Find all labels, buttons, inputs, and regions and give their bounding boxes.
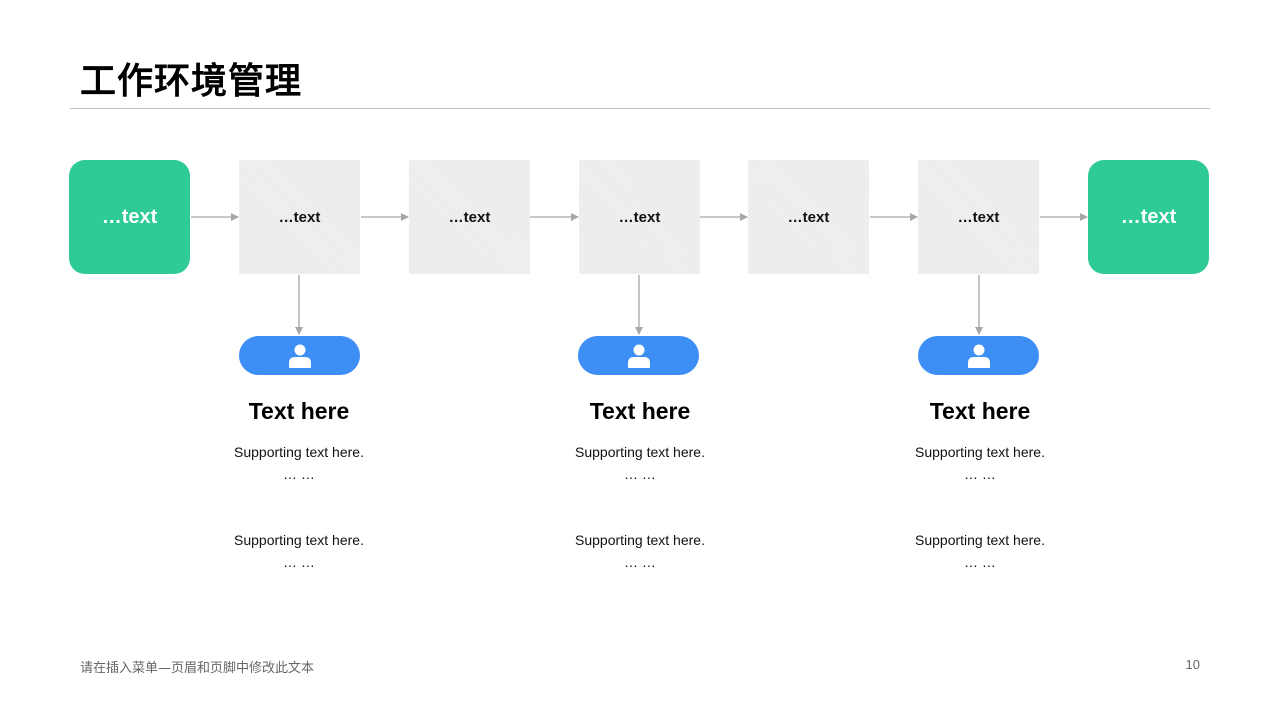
flow-end-box: …text <box>1088 160 1209 274</box>
ellipsis-text: … … <box>624 554 656 570</box>
ellipsis-text: … … <box>964 554 996 570</box>
ellipsis-text: … … <box>964 466 996 482</box>
flow-step-box: …text <box>239 160 360 274</box>
user-badge <box>918 336 1039 375</box>
ellipsis-text: … … <box>283 466 315 482</box>
user-icon <box>627 344 650 368</box>
flow-step-box: …text <box>409 160 530 274</box>
footer-text: 请在插入菜单—页眉和页脚中修改此文本 <box>80 661 315 676</box>
column-heading: Text here <box>929 398 1031 424</box>
column-heading: Text here <box>248 398 350 424</box>
title-divider <box>70 108 1210 109</box>
supporting-text: Supporting text here. <box>234 444 364 460</box>
supporting-text: Supporting text here. <box>915 444 1045 460</box>
ellipsis-text: … … <box>283 554 315 570</box>
supporting-text: Supporting text here. <box>915 532 1045 548</box>
supporting-text: Supporting text here. <box>575 532 705 548</box>
user-icon <box>288 344 311 368</box>
column-heading: Text here <box>589 398 691 424</box>
user-badge <box>578 336 699 375</box>
user-icon <box>967 344 990 368</box>
user-badge <box>239 336 360 375</box>
supporting-text: Supporting text here. <box>234 532 364 548</box>
flow-step-box: …text <box>918 160 1039 274</box>
flow-step-box: …text <box>748 160 869 274</box>
ellipsis-text: … … <box>624 466 656 482</box>
page-number: 10 <box>1185 657 1200 672</box>
flow-step-box: …text <box>579 160 700 274</box>
supporting-text: Supporting text here. <box>575 444 705 460</box>
flow-start-box: …text <box>69 160 190 274</box>
page-title: 工作环境管理 <box>80 61 303 102</box>
